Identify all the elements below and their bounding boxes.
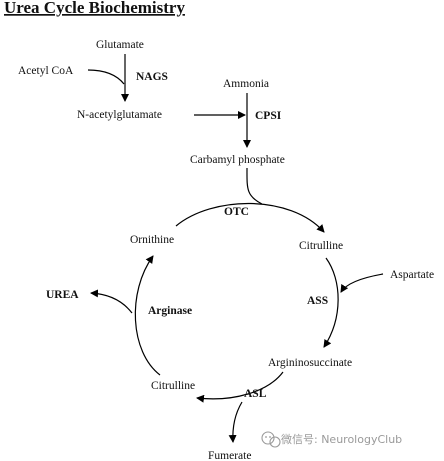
diagram-title: Urea Cycle Biochemistry [4,0,185,17]
urea-arrow [90,289,133,314]
n-acetylglutamate-label: N-acetylglutamate [77,109,162,121]
ass-enzyme-label: ASS [307,295,328,307]
arginase-enzyme-label: Arginase [148,305,192,317]
ammonia-label: Ammonia [223,78,269,90]
asl-arc [196,371,284,403]
nags-enzyme-label: NAGS [136,71,168,83]
carbamyl-phosphate-label: Carbamyl phosphate [190,154,285,166]
urea-label: UREA [46,289,79,301]
argininosuccinate-label: Argininosuccinate [268,357,352,369]
carbamyl-join-curve [246,167,263,205]
glutamate-label: Glutamate [96,39,144,51]
acetyl-coa-label: Acetyl CoA [18,65,74,77]
asl-enzyme-label: ASL [244,388,267,400]
acetyl-coa-join-curve [87,69,125,85]
fumerate-arrow [228,401,243,443]
otc-enzyme-label: OTC [224,206,249,218]
aspartate-label: Aspartate [390,269,434,281]
ass-arc [323,257,339,348]
otc-arc [175,202,325,233]
aspartate-arrow [340,273,384,293]
wechat-icon [261,431,281,448]
ornithine-label: Ornithine [130,234,174,246]
fumerate-label: Fumerate [208,450,251,461]
cpsi-enzyme-label: CPSI [255,110,282,122]
watermark-text: 微信号: NeurologyClub [281,432,402,446]
citrulline-bottom-label: Citrulline [151,380,195,392]
arginase-arc [134,255,161,376]
citrulline-right-label: Citrulline [299,240,343,252]
